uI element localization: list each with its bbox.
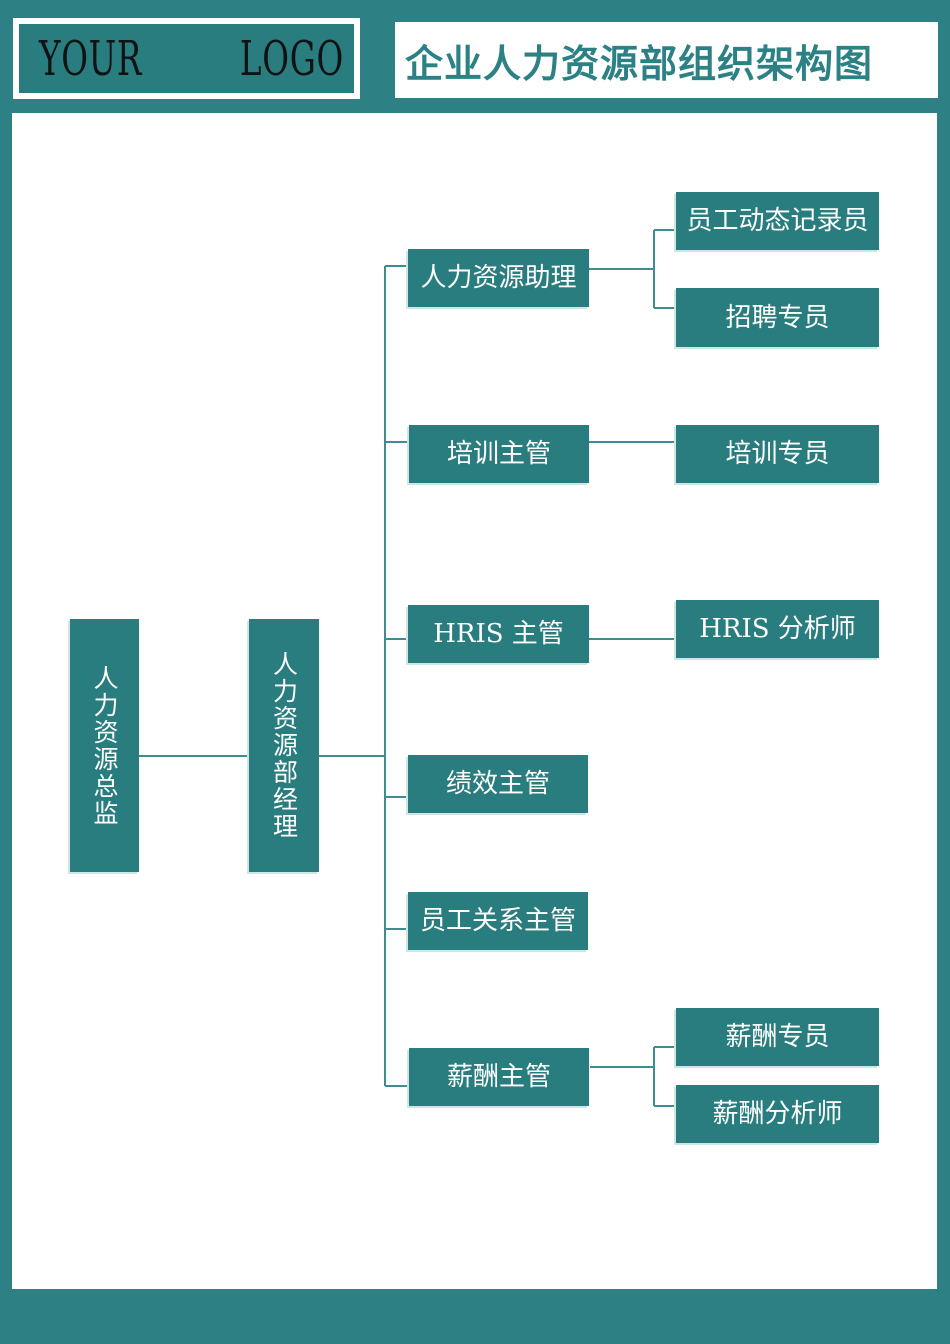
node-training-specialist: 培训专员 xyxy=(676,425,879,483)
node-training-supervisor: 培训主管 xyxy=(409,425,589,483)
node-hris-analyst: HRIS 分析师 xyxy=(676,600,879,658)
title-box: 企业人力资源部组织架构图 xyxy=(395,22,938,98)
logo-text-logo: LOGO xyxy=(239,30,344,87)
node-employee-relations-supervisor: 员工关系主管 xyxy=(408,892,588,950)
node-hr-department-manager: 人力资源部经理 xyxy=(249,619,319,872)
header: YOUR LOGO 企业人力资源部组织架构图 xyxy=(0,0,950,113)
node-compensation-analyst: 薪酬分析师 xyxy=(676,1085,879,1143)
logo-box: YOUR LOGO xyxy=(13,18,360,99)
node-employee-records-clerk: 员工动态记录员 xyxy=(676,192,879,250)
node-hr-director: 人力资源总监 xyxy=(70,619,139,872)
node-hr-assistant: 人力资源助理 xyxy=(408,249,589,307)
page-title: 企业人力资源部组织架构图 xyxy=(405,40,874,86)
node-compensation-supervisor: 薪酬主管 xyxy=(409,1048,589,1106)
node-hris-supervisor: HRIS 主管 xyxy=(408,605,589,663)
logo-text-your: YOUR xyxy=(39,30,143,87)
logo-inner: YOUR LOGO xyxy=(19,24,354,93)
node-compensation-specialist: 薪酬专员 xyxy=(676,1008,879,1066)
node-recruiting-specialist: 招聘专员 xyxy=(676,288,879,347)
node-performance-supervisor: 绩效主管 xyxy=(408,755,588,813)
